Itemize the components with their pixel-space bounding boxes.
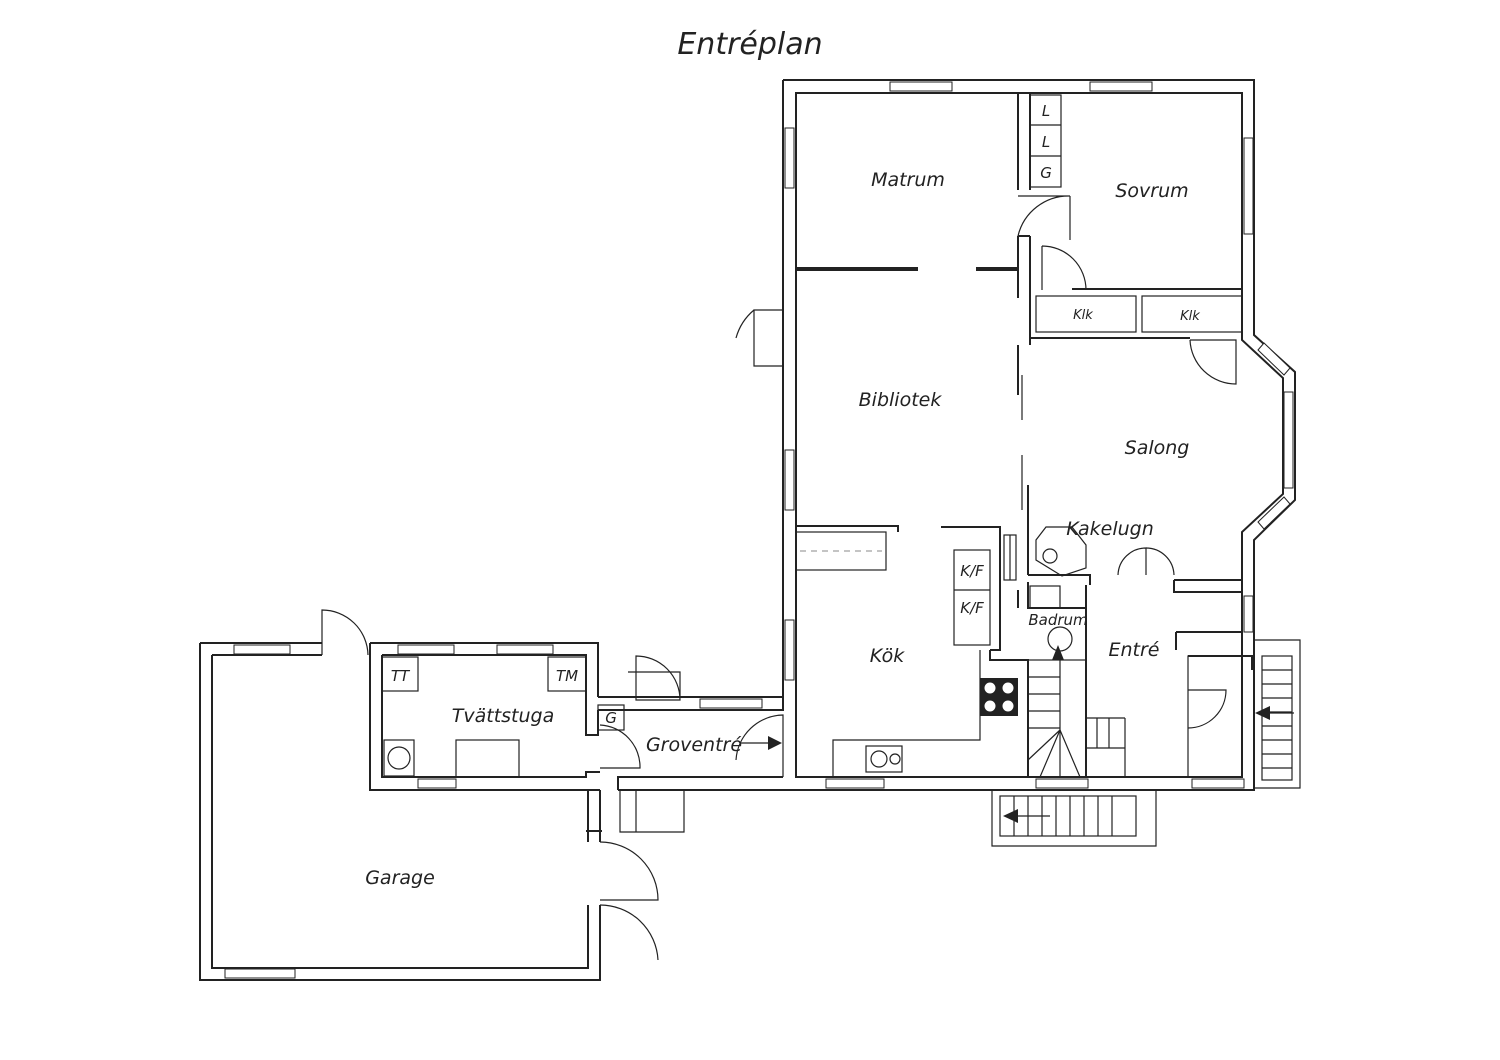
fridge-freezer-label-2: K/F — [960, 599, 984, 617]
wardrobe-label-g1: G — [1040, 164, 1052, 182]
room-label-salong: Salong — [1125, 437, 1190, 459]
room-label-groventre: Groventré — [646, 734, 742, 756]
room-label-matrum: Matrum — [871, 169, 945, 191]
dryer-label: TT — [391, 667, 411, 685]
wardrobe-label-l2: L — [1042, 133, 1050, 151]
annex-walls — [369, 642, 783, 833]
rear-steps — [991, 790, 1157, 847]
closet-label-1: Klk — [1073, 308, 1093, 323]
room-label-kakelugn: Kakelugn — [1066, 518, 1154, 540]
room-label-tvattstuga: Tvättstuga — [452, 705, 555, 727]
room-label-kok: Kök — [870, 645, 905, 667]
garage-walls — [199, 609, 659, 981]
wardrobe-label-g2: G — [605, 709, 617, 727]
staircase — [1027, 645, 1126, 778]
wardrobe-label-l1: L — [1042, 102, 1050, 120]
room-label-bibliotek: Bibliotek — [859, 389, 943, 411]
room-label-badrum: Badrum — [1028, 611, 1087, 629]
room-label-entre: Entré — [1109, 639, 1160, 661]
fridge-freezer-label-1: K/F — [960, 562, 984, 580]
closet-label-2: Klk — [1180, 309, 1200, 324]
windows — [224, 81, 1294, 979]
front-steps — [1254, 639, 1301, 789]
washer-label: TM — [556, 667, 578, 685]
room-label-sovrum: Sovrum — [1115, 180, 1188, 202]
doors — [735, 195, 1237, 777]
plan-title: Entréplan — [677, 27, 822, 62]
room-label-garage: Garage — [365, 867, 435, 889]
exterior-walls — [598, 79, 1296, 791]
interior-walls — [795, 93, 1253, 778]
